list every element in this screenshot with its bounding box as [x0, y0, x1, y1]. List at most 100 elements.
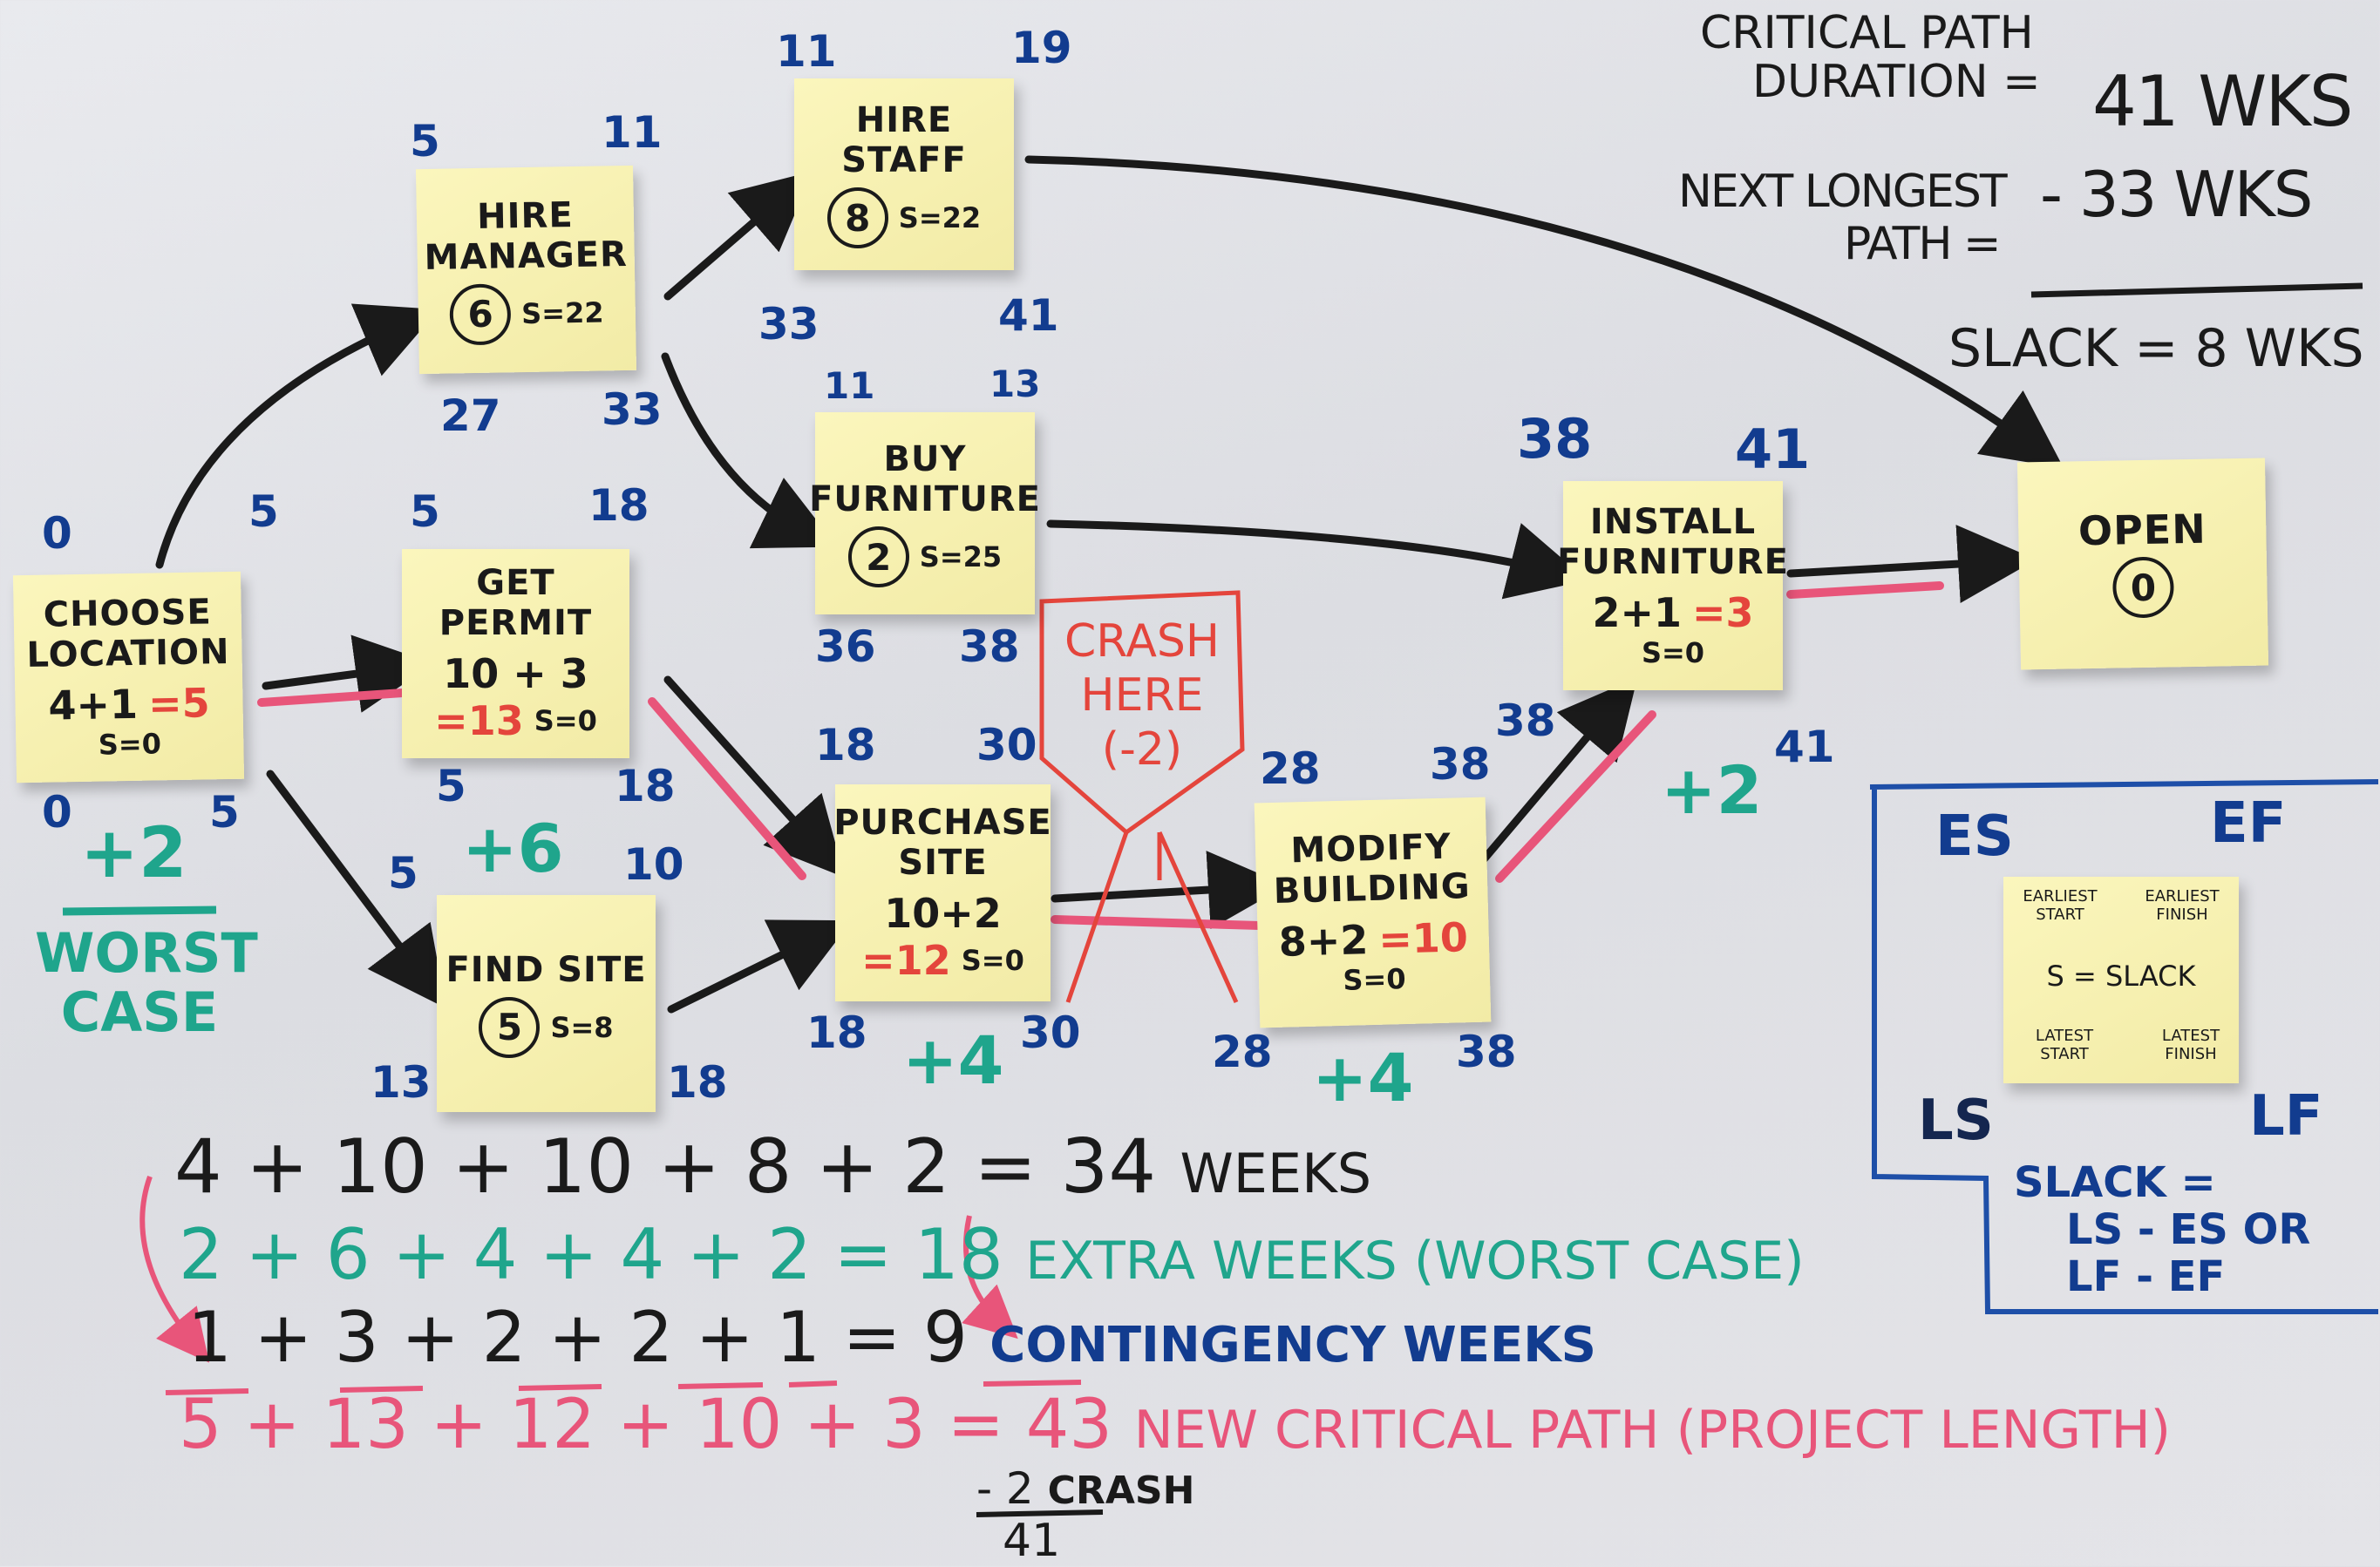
equation-sum: 5 + 13 + 12 + 10 + 3 = 43 [179, 1386, 1112, 1464]
ef-value: 11 [602, 107, 663, 158]
summary-line4: PATH = [1844, 218, 2002, 270]
task-purchase-site[interactable]: PURCHASE SITE 10+2 =12 S=0 [833, 784, 1052, 1001]
task-title: HIRE STAFF [841, 100, 967, 180]
task-slack: S=0 [98, 727, 162, 762]
task-modify-building[interactable]: MODIFY BUILDING 8+2=10 S=0 [1254, 797, 1492, 1028]
slack-result: SLACK = 8 WKS [1948, 318, 2364, 379]
es-value: 11 [776, 26, 837, 77]
ef-value: 13 [989, 363, 1041, 405]
es-value: 38 [1517, 407, 1593, 471]
lf-value: 18 [667, 1057, 728, 1108]
task-title: OPEN [2077, 505, 2207, 555]
next-longest-duration: - 33 WKS [2040, 158, 2313, 231]
worst-case-label: WORST CASE [35, 921, 258, 1044]
legend-latest-start: LATEST START [2035, 1027, 2094, 1063]
task-title: MODIFY BUILDING [1273, 826, 1472, 912]
legend-lf: LF [2249, 1084, 2323, 1149]
legend-slack: S = SLACK [2046, 960, 2196, 993]
task-result: =13 [434, 697, 524, 744]
ef-value: 10 [623, 839, 684, 890]
equation-sum: 2 + 6 + 4 + 4 + 2 = 18 [179, 1214, 1003, 1295]
ls-value: 28 [1212, 1027, 1273, 1077]
ls-value: 38 [1495, 695, 1556, 746]
equation-sum: 1 + 3 + 2 + 2 + 1 = 9 [187, 1297, 968, 1378]
task-slack: S=0 [534, 704, 597, 737]
legend-note: EARLIEST START EARLIEST FINISH S = SLACK… [2003, 877, 2239, 1083]
task-open[interactable]: OPEN 0 [2016, 458, 2269, 670]
ls-value: 18 [806, 1007, 867, 1058]
fraction-bars [165, 1380, 1082, 1395]
worst-case-divider [62, 906, 217, 916]
slack-formula-line3: LF - EF [2066, 1252, 2226, 1301]
task-result: =10 [1377, 913, 1469, 963]
task-slack: S=0 [961, 943, 1024, 977]
task-formula: 2+1 [1592, 589, 1682, 636]
task-title: PURCHASE SITE [833, 802, 1052, 883]
duration-circle: 0 [2111, 556, 2175, 619]
equation-arrows [139, 1175, 1018, 1363]
arrow-choose-to-find-site [266, 770, 446, 1008]
crash-label: CRASH [1047, 1469, 1195, 1513]
task-slack: S=0 [1641, 636, 1705, 669]
crash-sign [1039, 590, 1245, 1004]
legend-ls: LS [1918, 1089, 1994, 1153]
task-formula: 10+2 [884, 889, 1002, 937]
ef-value: 38 [1430, 739, 1491, 790]
task-formula: 4+1 [48, 680, 139, 729]
worst-case-extra: +4 [902, 1021, 1004, 1099]
lf-value: 38 [1456, 1027, 1517, 1077]
es-value: 5 [410, 486, 440, 537]
crash-here-sign: CRASH HERE (-2) [1046, 614, 1238, 777]
task-title: INSTALL FURNITURE [1557, 502, 1789, 582]
duration-circle: 2 [847, 526, 909, 587]
task-slack: S=25 [919, 540, 1003, 573]
task-result: =3 [1692, 589, 1754, 636]
task-title: GET PERMIT [439, 563, 593, 643]
task-slack: S=8 [550, 1010, 614, 1044]
lf-value: 30 [1020, 1007, 1081, 1058]
duration-circle: 5 [479, 996, 541, 1058]
ef-value: 5 [248, 486, 279, 537]
ls-value: 33 [758, 299, 819, 349]
es-value: 18 [815, 720, 876, 770]
equation-sum: 4 + 10 + 10 + 8 + 2 = 34 [174, 1123, 1157, 1211]
critical-path-summary: CRITICAL PATH DURATION = [1700, 9, 2041, 106]
ls-value: 36 [815, 621, 876, 672]
summary-line3: NEXT LONGEST [1678, 166, 2008, 218]
ef-value: 41 [1735, 417, 1811, 481]
task-result: =12 [861, 936, 951, 984]
crash-line1: CRASH [1064, 615, 1220, 668]
worst-case-extra: +2 [80, 812, 187, 893]
task-choose-location[interactable]: CHOOSE LOCATION 4+1=5 S=0 [12, 571, 245, 784]
lf-value: 38 [959, 621, 1020, 672]
lf-value: 5 [209, 787, 240, 838]
lf-value: 41 [998, 290, 1059, 341]
crash-subtraction-bar [976, 1509, 1104, 1517]
task-buy-furniture[interactable]: BUY FURNITURE 2 S=25 [809, 412, 1040, 614]
arrow-hire-manager-to-hire-staff [663, 171, 813, 301]
task-install-furniture[interactable]: INSTALL FURNITURE 2+1=3 S=0 [1557, 481, 1788, 690]
task-slack: S=22 [520, 295, 604, 330]
arrow-get-permit-to-purchase-site [663, 675, 846, 878]
equation-unit: EXTRA WEEKS (WORST CASE) [1025, 1231, 1805, 1292]
task-slack: S=22 [898, 201, 982, 234]
task-title: BUY FURNITURE [809, 439, 1041, 519]
worst-case-extra: +6 [462, 810, 564, 887]
task-title: CHOOSE LOCATION [26, 592, 230, 676]
arrow-buy-furniture-to-install [1046, 519, 1588, 600]
arrow-hire-staff-to-open [1024, 155, 2064, 469]
crash-adjustment: - 2 CRASH [976, 1464, 1194, 1516]
legend-ef: EF [2210, 791, 2287, 856]
task-formula: 8+2 [1278, 916, 1370, 966]
ls-value: 5 [436, 761, 466, 811]
arrow-find-site-to-purchase-site [667, 919, 853, 1014]
critical-path-highlight [257, 581, 1944, 930]
slack-formula: SLACK = LS - ES OR LF - EF [2014, 1159, 2310, 1300]
ls-value: 0 [42, 787, 72, 838]
lf-value: 18 [615, 761, 676, 811]
